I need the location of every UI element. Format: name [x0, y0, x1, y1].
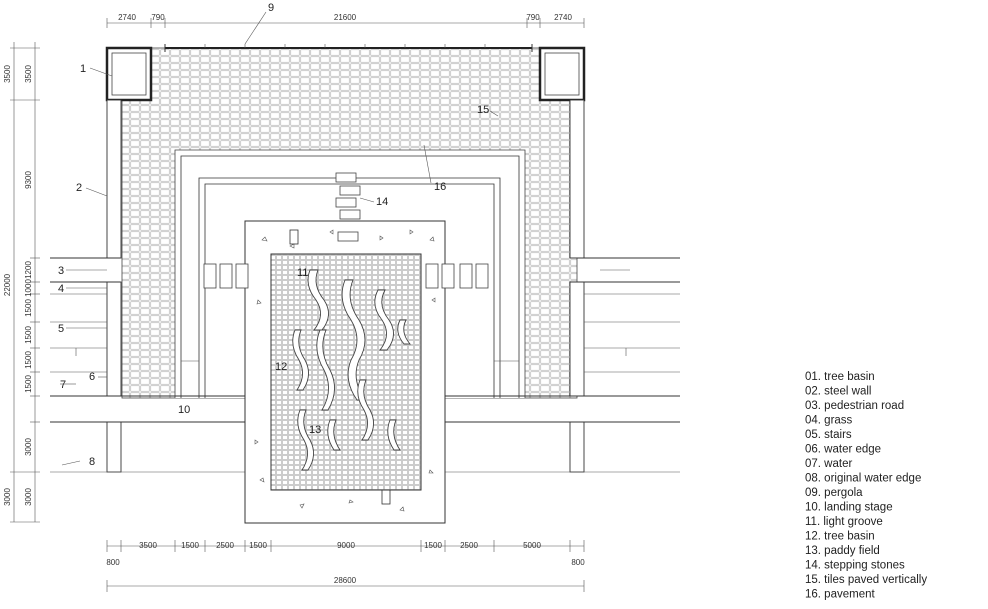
callout-3: 3 [58, 265, 64, 277]
legend-item: 10. landing stage [805, 502, 893, 514]
legend-item: 04. grass [805, 415, 853, 427]
legend-item: 03. pedestrian road [805, 400, 904, 412]
callout-leaders [60, 11, 499, 466]
dim-left-9: 1500 [24, 375, 33, 393]
callout-7: 7 [60, 379, 66, 391]
callout-12: 12 [275, 361, 287, 373]
dim-bottom-side-left: 800 [106, 558, 120, 567]
light-grooves [292, 269, 411, 471]
callout-8: 8 [89, 456, 95, 468]
dim-bottom-6: 1500 [424, 541, 442, 550]
dimension-lines [10, 18, 585, 592]
callout-5: 5 [58, 323, 64, 335]
dim-left-1: 3500 [3, 65, 12, 83]
callout-13: 13 [309, 424, 321, 436]
dim-bottom-3: 2500 [216, 541, 234, 550]
dim-bottom-4: 1500 [249, 541, 267, 550]
steel-walls [106, 99, 585, 473]
dim-top-3: 21600 [334, 13, 357, 22]
dim-top-1: 2740 [118, 13, 136, 22]
legend-item: 11. light groove [805, 516, 883, 528]
dim-bottom-7: 2500 [460, 541, 478, 550]
legend-item: 14. stepping stones [805, 560, 905, 572]
dim-bottom-total: 28600 [334, 576, 357, 585]
legend-item: 02. steel wall [805, 386, 871, 398]
tree-basin-right [538, 46, 586, 102]
dim-left-4: 1200 [24, 261, 33, 279]
dim-bottom-5: 9000 [337, 541, 355, 550]
callout-15: 15 [477, 104, 489, 116]
callout-11: 11 [297, 267, 308, 279]
dim-left-12: 3000 [24, 488, 33, 506]
dim-left-7: 1500 [24, 326, 33, 344]
stepping-stones [203, 172, 489, 289]
dim-top-4: 790 [526, 13, 540, 22]
dim-left-total: 22000 [3, 273, 12, 296]
callout-4: 4 [58, 283, 64, 295]
legend-item: 05. stairs [805, 429, 852, 441]
dim-left-8: 1500 [24, 351, 33, 369]
legend-item: 12. tree basin [805, 531, 875, 543]
callout-1: 1 [80, 63, 86, 75]
legend-item: 09. pergola [805, 487, 863, 499]
dim-bottom-1: 3500 [139, 541, 157, 550]
dim-left-11: 3000 [3, 488, 12, 506]
legend-item: 01. tree basin [805, 371, 875, 383]
dim-left-2: 3500 [24, 65, 33, 83]
tree-basin-left [105, 46, 153, 102]
dim-top-5: 2740 [554, 13, 572, 22]
legend-item: 06. water edge [805, 444, 881, 456]
callout-16: 16 [434, 181, 446, 193]
callout-6: 6 [89, 371, 95, 383]
legend-item: 07. water [805, 458, 852, 470]
legend-item: 13. paddy field [805, 545, 880, 557]
central-court [244, 220, 446, 524]
dim-left-10: 3000 [24, 438, 33, 456]
dim-top-2: 790 [151, 13, 165, 22]
legend-item: 08. original water edge [805, 473, 921, 485]
dim-left-5: 1000 [24, 279, 33, 297]
legend-item: 15. tiles paved vertically [805, 574, 927, 586]
dim-bottom-2: 1500 [181, 541, 199, 550]
callout-2: 2 [76, 182, 82, 194]
callout-10: 10 [178, 404, 190, 416]
legend-item: 16. pavement [805, 589, 875, 601]
callout-9: 9 [268, 2, 274, 14]
legend: 01. tree basin 02. steel wall 03. pedest… [805, 371, 927, 601]
dim-bottom-8: 5000 [523, 541, 541, 550]
dim-bottom-side-right: 800 [571, 558, 585, 567]
callout-14: 14 [376, 196, 388, 208]
dim-left-3: 9300 [24, 171, 33, 189]
dim-left-6: 1500 [24, 299, 33, 317]
pergola [164, 44, 533, 52]
